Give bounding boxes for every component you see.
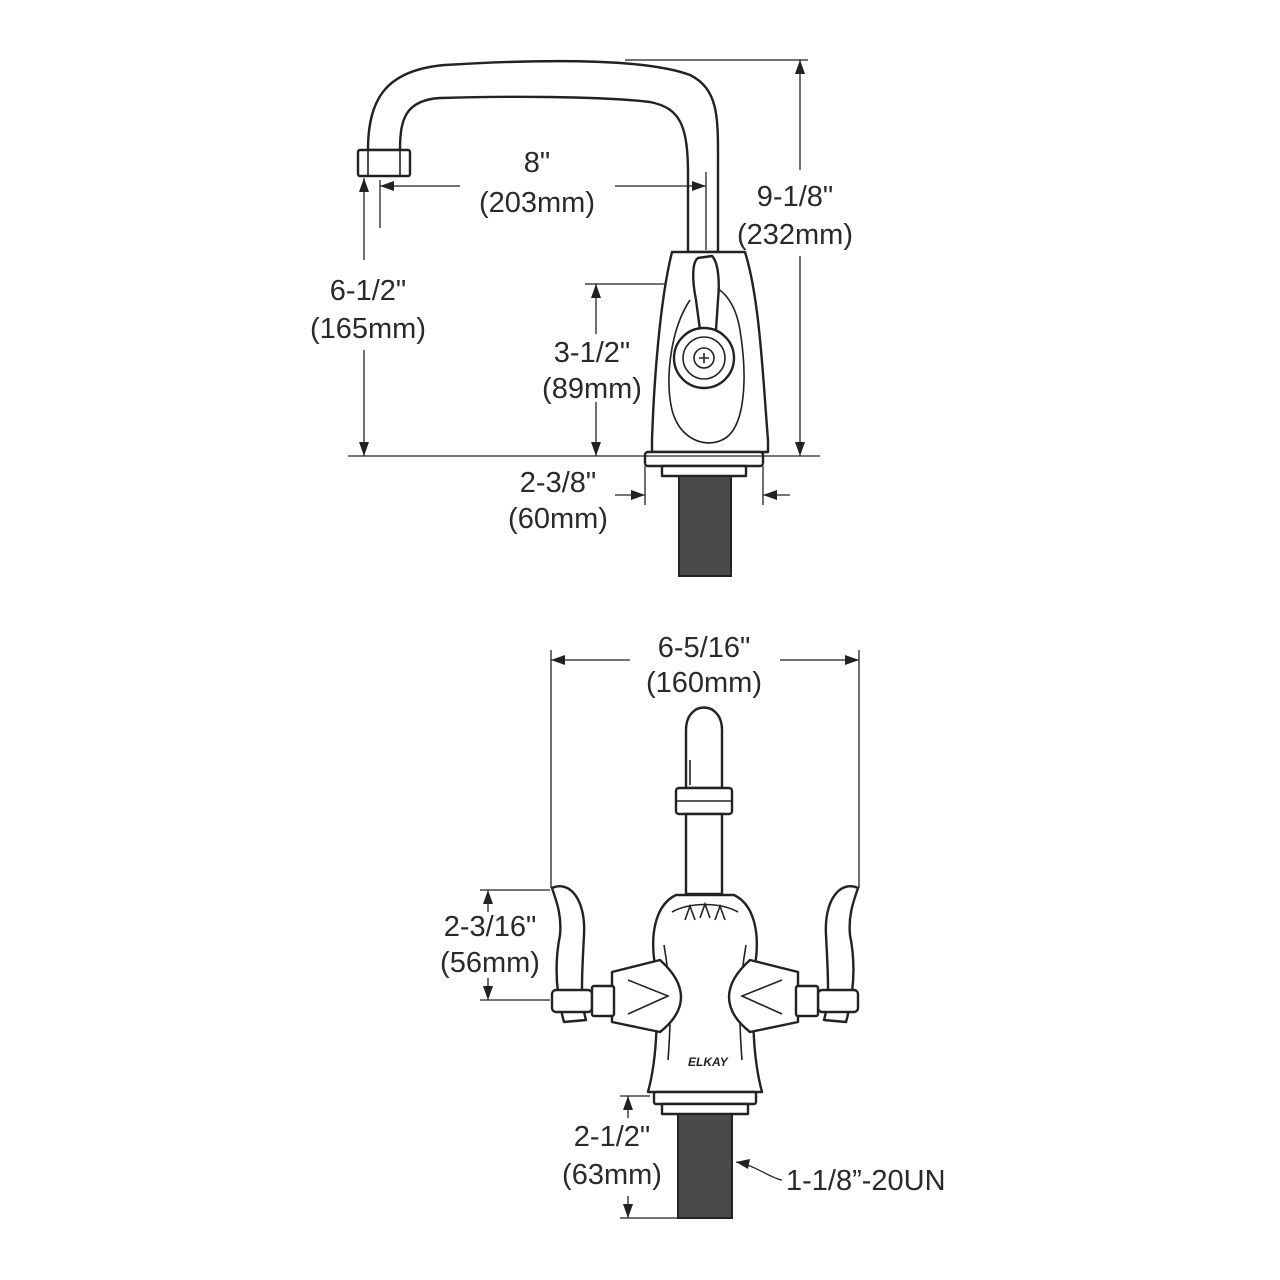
overall-height-mm: (232mm) <box>737 219 853 251</box>
shank-length-dimension: 2-1/2" (63mm) <box>562 1095 678 1219</box>
base-width-inch: 2-3/8" <box>520 467 596 499</box>
shank-length-inch: 2-1/2" <box>574 1121 650 1153</box>
spout-height-dimension: 6-1/2" (165mm) <box>310 178 426 456</box>
overall-height-inch: 9-1/8" <box>757 181 833 213</box>
base-width-dimension: 2-3/8" (60mm) <box>508 466 790 535</box>
right-valve-housing <box>727 958 800 1034</box>
spout-tube <box>366 59 720 254</box>
base-flange-front <box>652 1090 758 1106</box>
overall-width-dimension: 6-5/16" (160mm) <box>550 632 860 888</box>
spout-reach-inch: 8" <box>524 147 550 179</box>
body-height-inch: 3-1/2" <box>554 337 630 369</box>
faucet-body-front <box>646 893 764 1094</box>
handle-height-mm: (56mm) <box>440 947 540 979</box>
side-view: 8" (203mm) 9-1/8" (232mm) 6-1/2" (165mm) <box>310 59 853 577</box>
base-flange-side <box>643 450 765 468</box>
brand-logo: ELKAY <box>688 1055 729 1069</box>
riser-tube <box>684 812 724 896</box>
handle-height-inch: 2-3/16" <box>444 911 537 943</box>
threaded-shank-side <box>678 475 732 577</box>
right-lever-handle <box>822 885 860 1024</box>
body-height-dimension: 3-1/2" (89mm) <box>542 283 665 456</box>
left-valve-housing <box>610 958 683 1034</box>
base-width-mm: (60mm) <box>508 503 608 535</box>
handle-height-dimension: 2-3/16" (56mm) <box>440 889 550 1001</box>
front-view: ELKAY 6-5/16" (160mm) 2-3/16" (56mm) <box>440 632 946 1219</box>
spout-aerator <box>356 148 412 178</box>
body-height-mm: (89mm) <box>542 373 642 405</box>
thread-spec: 1-1/8”-20UN <box>786 1165 946 1197</box>
threaded-shank-front <box>677 1113 733 1219</box>
overall-width-mm: (160mm) <box>646 667 762 699</box>
spout-height-inch: 6-1/2" <box>330 275 406 307</box>
overall-width-inch: 6-5/16" <box>658 632 751 664</box>
spout-reach-mm: (203mm) <box>479 187 595 219</box>
left-lever-handle <box>550 885 588 1024</box>
overall-height-dimension: 9-1/8" (232mm) <box>625 59 853 456</box>
thread-callout: 1-1/8”-20UN <box>735 1159 946 1197</box>
spout-front <box>684 706 724 790</box>
spout-reach-dimension: 8" (203mm) <box>379 147 707 250</box>
shank-length-mm: (63mm) <box>562 1159 662 1191</box>
spout-height-mm: (165mm) <box>310 313 426 345</box>
